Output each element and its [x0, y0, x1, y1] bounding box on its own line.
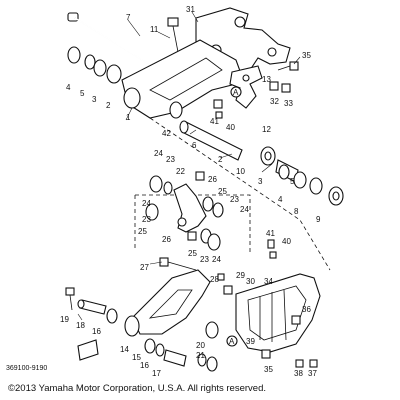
callout-33: 33 [284, 99, 293, 108]
callout-a-lower-label: A [229, 337, 235, 346]
bolt-26 [187, 171, 205, 241]
callout-30: 30 [246, 277, 255, 286]
callout-17: 17 [152, 369, 161, 378]
callout-35-top: 35 [302, 51, 311, 60]
callout-11: 11 [150, 25, 159, 34]
callout-37: 37 [308, 369, 317, 378]
callout-26-b: 26 [162, 235, 171, 244]
callout-a-upper-label: A [233, 88, 239, 97]
callout-18: 18 [76, 321, 85, 330]
relay-arm-14 [124, 269, 219, 339]
callout-4-right: 4 [278, 195, 283, 204]
callout-35-lower: 35 [264, 365, 273, 374]
bolt-27 [159, 257, 197, 271]
bolt-35-top [277, 61, 299, 71]
callout-36: 36 [302, 305, 311, 314]
callout-4-left: 4 [66, 83, 71, 92]
clip-40-41-top [213, 99, 223, 119]
callout-a-upper: A [230, 86, 242, 98]
callout-2-left: 2 [106, 101, 111, 110]
callout-20: 20 [196, 341, 205, 350]
washers-left [67, 46, 122, 84]
callout-2-right: 2 [218, 155, 223, 164]
callout-6: 6 [192, 141, 197, 150]
bushing-42 [169, 101, 183, 119]
callout-23-d: 23 [200, 255, 209, 264]
callout-25-a: 25 [218, 187, 227, 196]
callout-41-top: 41 [210, 117, 219, 126]
shaft-7 [67, 12, 153, 67]
bearings-23-24-25 [145, 175, 224, 251]
callout-23-a: 23 [166, 155, 175, 164]
callout-40-lower: 40 [282, 237, 291, 246]
callout-16-left: 16 [92, 327, 101, 336]
callout-34: 34 [264, 277, 273, 286]
assembly-line-upper [149, 117, 331, 271]
bolt-19 [65, 287, 75, 311]
washer-16-left [106, 308, 118, 324]
callout-13: 13 [262, 75, 271, 84]
callout-7: 7 [126, 13, 131, 22]
callout-24-c: 24 [142, 199, 151, 208]
collar-18 [77, 299, 107, 315]
guard-hardware-36-38-39 [261, 315, 318, 368]
callout-25-c: 25 [188, 249, 197, 258]
callout-3-left: 3 [92, 95, 97, 104]
callout-28: 28 [210, 275, 219, 284]
callout-24-a: 24 [154, 149, 163, 158]
callout-42: 42 [162, 129, 171, 138]
bolt-11 [167, 17, 179, 53]
callout-39: 39 [246, 337, 255, 346]
clip-40-41-lower [267, 239, 277, 259]
callout-41-lower: 41 [266, 229, 275, 238]
rear-arm-guard-34 [235, 273, 321, 353]
callout-9: 9 [316, 215, 321, 224]
callout-10: 10 [236, 167, 245, 176]
connecting-rod-22 [173, 183, 207, 233]
callout-24-d: 24 [212, 255, 221, 264]
callout-5-right: 5 [290, 177, 295, 186]
collar-6 [179, 120, 243, 161]
callout-31: 31 [186, 5, 195, 14]
callout-a-lower: A [226, 335, 238, 347]
part-number-labels: 7 31 11 35 4 5 3 2 1 13 32 33 41 40 12 4… [60, 5, 321, 378]
callout-14: 14 [120, 345, 129, 354]
callout-1: 1 [126, 113, 131, 122]
callout-22: 22 [176, 167, 185, 176]
callout-26-a: 26 [208, 175, 217, 184]
callout-8: 8 [294, 207, 299, 216]
callout-15: 15 [132, 353, 141, 362]
callout-12: 12 [262, 125, 271, 134]
callout-27: 27 [140, 263, 149, 272]
callout-24-b: 24 [240, 205, 249, 214]
callout-16-right: 16 [140, 361, 149, 370]
front-direction-label: FWD [82, 348, 95, 357]
copyright-notice: ©2013 Yamaha Motor Corporation, U.S.A. A… [8, 383, 266, 394]
callout-19: 19 [60, 315, 69, 324]
bolt-13-33 [269, 81, 291, 93]
bearing-row-right [260, 146, 344, 206]
callout-32: 32 [270, 97, 279, 106]
nut-29-30 [217, 273, 233, 295]
diagram-reference-code: 369100-9190 [6, 365, 48, 372]
callout-23-c: 23 [142, 215, 151, 224]
callout-5-left: 5 [80, 89, 85, 98]
callout-25-b: 25 [138, 227, 147, 236]
bracket-12 [229, 65, 263, 109]
callout-23-b: 23 [230, 195, 239, 204]
upper-arm-1 [121, 39, 245, 119]
callout-40-top: 40 [226, 123, 235, 132]
leader-lines [77, 11, 301, 321]
callout-29: 29 [236, 271, 245, 280]
callout-38: 38 [294, 369, 303, 378]
front-direction-marker: FWD [77, 339, 99, 361]
callout-3-right: 3 [258, 177, 263, 186]
collar-row-lower [144, 338, 218, 372]
callout-21: 21 [196, 351, 205, 360]
assembly-line-middle [135, 194, 251, 255]
